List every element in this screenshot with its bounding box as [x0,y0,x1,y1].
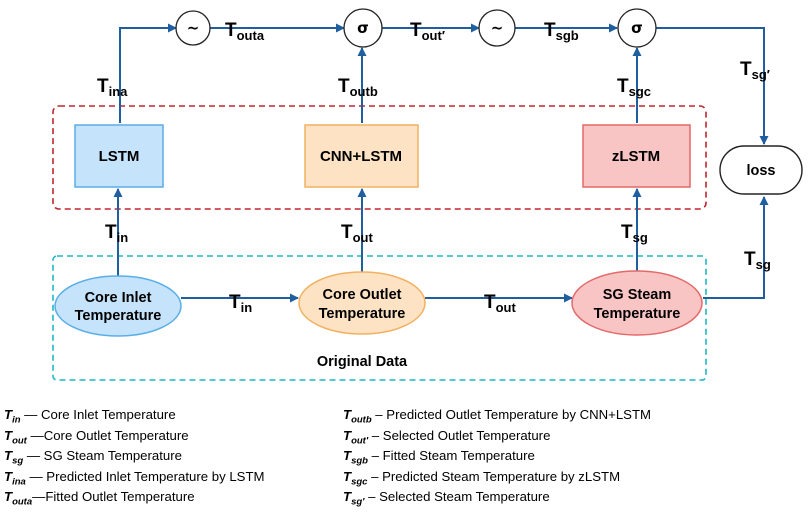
sigma-symbol: σ [631,19,643,37]
core-inlet-line-2: Temperature [75,308,162,324]
signal-label-t-sgc: Tsgc [617,76,651,99]
legend-text: — Core Inlet Temperature [20,407,176,422]
signal-label-t-outb: Toutb [338,76,378,99]
signal-label-t-ina: Tina [97,76,128,99]
legend-right: Toutb – Predicted Outlet Temperature by … [343,405,651,508]
core-outlet-temperature-node: Core Outlet Temperature [298,271,426,335]
legend-symbol: Tout′ [343,427,369,447]
signal-label-t-in-horizontal: Tin [229,292,252,315]
signal-label-t-outa: Touta [225,20,265,43]
loss-label: loss [746,163,775,179]
tilde-operator-1: ~ [175,10,211,46]
original-data-label: Original Data [317,354,408,370]
legend-symbol: Tsg [4,448,24,467]
connection-arrows [113,23,769,303]
legend-symbol: Tout [4,427,27,447]
legend-text: — SG Steam Temperature [23,448,182,464]
legend-item: Tsg′ – Selected Steam Temperature [343,487,651,508]
legend-item: Tout —Core Outlet Temperature [4,426,265,447]
signal-label-t-sgb: Tsgb [544,20,579,43]
legend-text: —Fitted Outlet Temperature [32,489,195,505]
legend-item: Toutb – Predicted Outlet Temperature by … [343,405,651,426]
model-group-frame [52,105,707,210]
legend-text: – Selected Outlet Temperature [368,427,551,443]
legend-item: Tsgc – Predicted Steam Temperature by zL… [343,467,651,488]
core-inlet-temperature-node: Core Inlet Temperature [54,275,182,337]
signal-label-t-sg-prime: Tsg′ [740,59,770,82]
tilde-symbol: ~ [187,19,200,37]
signal-label-t-sg-right: Tsg [744,249,771,272]
zlstm-label: zLSTM [612,148,660,165]
signal-label-t-sg-vertical: Tsg [621,222,648,245]
cnn-lstm-model-box: CNN+LSTM [304,124,419,188]
sg-steam-line-2: Temperature [594,306,681,322]
sigma-symbol: σ [357,19,369,37]
legend-text: — Predicted Inlet Temperature by LSTM [25,468,265,484]
legend-symbol: Tsgb [343,448,368,467]
lstm-model-box: LSTM [74,124,164,188]
legend-symbol: Tsgc [343,468,368,488]
sigma-operator-1: σ [343,8,383,48]
signal-label-t-out-prime: Tout′ [410,20,445,43]
flow-diagram: ~ σ ~ σ LSTM CNN+LSTM zLSTM loss Core In… [52,8,803,381]
legend-item: Tout′ – Selected Outlet Temperature [343,426,651,447]
legend-text: —Core Outlet Temperature [26,427,189,443]
legend-symbol: Touta [4,489,33,509]
zlstm-model-box: zLSTM [582,124,691,188]
lstm-label: LSTM [99,148,140,165]
signal-label-t-out-horizontal: Tout [484,292,516,315]
sg-steam-temperature-node: SG Steam Temperature [571,270,703,336]
sg-steam-line-1: SG Steam [603,287,672,303]
tilde-symbol: ~ [491,19,504,37]
cnn-lstm-label: CNN+LSTM [320,148,402,165]
signal-label-t-out-vertical: Tout [341,222,373,245]
sigma-operator-2: σ [617,8,657,48]
legend-item: Touta—Fitted Outlet Temperature [4,487,265,508]
core-outlet-line-1: Core Outlet [323,287,402,303]
tilde-operator-2: ~ [478,9,516,47]
legend-left: Tin — Core Inlet Temperature Tout —Core … [4,405,265,508]
legend-symbol: Tina [4,468,26,488]
legend-text: – Predicted Outlet Temperature by CNN+LS… [371,407,652,422]
legend-symbol: Toutb [343,407,372,426]
legend-item: Tina — Predicted Inlet Temperature by LS… [4,467,265,488]
legend-symbol: Tin [4,407,21,426]
core-outlet-line-2: Temperature [319,306,406,322]
original-data-frame [52,255,707,381]
legend-text: – Predicted Steam Temperature by zLSTM [367,468,621,484]
legend-item: Tsg — SG Steam Temperature [4,446,265,467]
core-inlet-line-1: Core Inlet [85,290,152,306]
signal-label-t-in-vertical: Tin [105,222,128,245]
legend-text: – Fitted Steam Temperature [367,448,535,464]
legend-item: Tin — Core Inlet Temperature [4,405,265,426]
legend-text: – Selected Steam Temperature [364,489,550,505]
loss-node: loss [719,145,803,195]
legend-symbol: Tsg′ [343,489,365,509]
legend-item: Tsgb – Fitted Steam Temperature [343,446,651,467]
